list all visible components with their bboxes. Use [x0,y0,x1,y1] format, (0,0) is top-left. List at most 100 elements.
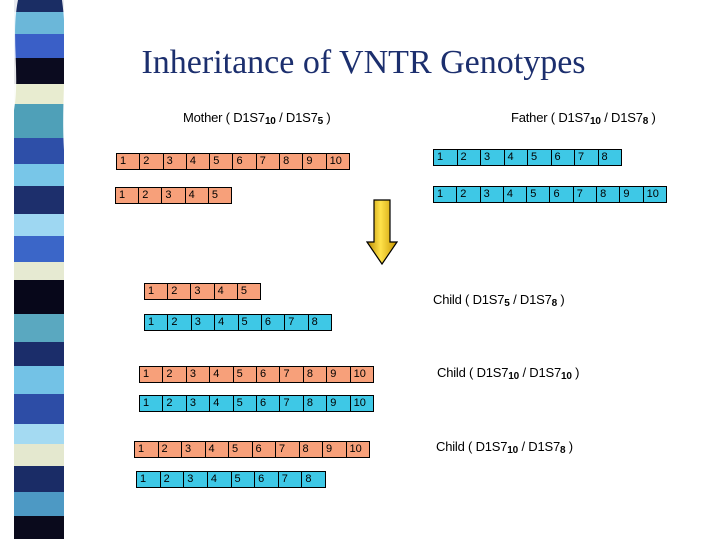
mother-label: Mother ( D1S710 / D1S75 ) [183,110,331,127]
repeat-unit: 6 [550,187,574,202]
repeat-unit: 9 [620,187,644,202]
repeat-unit: 3 [191,284,215,299]
repeat-unit: 7 [257,154,281,169]
repeat-unit: 3 [481,150,505,165]
repeat-unit: 5 [234,396,258,411]
repeat-unit: 10 [646,188,659,200]
repeat-unit: 9 [303,154,327,169]
repeat-unit: 3 [481,187,504,202]
repeat-unit: 5 [528,150,552,165]
repeat-unit: 8 [280,154,304,169]
repeat-unit: 1 [140,396,164,411]
repeat-unit: 4 [215,284,238,299]
repeat-unit: 2 [458,150,481,165]
repeat-unit: 5 [240,285,247,297]
child-label-3: Child ( D1S710 / D1S78 ) [436,439,573,456]
repeat-unit: 3 [192,315,216,330]
repeat-unit: 5 [229,442,253,457]
repeat-unit: 4 [505,150,528,165]
repeat-unit: 1 [137,472,161,487]
repeat-unit: 3 [162,188,186,203]
repeat-unit: 2 [159,442,182,457]
repeat-unit: 5 [232,472,256,487]
repeat-unit: 2 [139,188,163,203]
repeat-unit: 3 [187,396,211,411]
repeat-unit: 1 [117,154,141,169]
repeat-unit: 4 [215,315,239,330]
repeat-unit: 8 [311,316,318,328]
child-label-2: Child ( D1S710 / D1S710 ) [437,365,580,382]
repeat-unit: 1 [145,315,169,330]
repeat-unit: 4 [210,367,234,382]
repeat-unit: 10 [349,443,362,455]
repeat-unit: 5 [210,154,234,169]
repeat-unit: 2 [163,367,187,382]
repeat-unit: 8 [304,367,328,382]
repeat-unit: 7 [575,150,599,165]
repeat-unit: 2 [161,472,185,487]
repeat-unit: 4 [504,187,528,202]
father-label: Father ( D1S710 / D1S78 ) [511,110,656,127]
repeat-unit: 1 [434,150,458,165]
repeat-unit: 5 [239,315,262,330]
child-label-1: Child ( D1S75 / D1S78 ) [433,292,565,309]
repeat-unit: 3 [184,472,208,487]
repeat-unit: 5 [527,187,551,202]
repeat-unit: 2 [168,284,192,299]
repeat-unit: 6 [257,396,281,411]
repeat-unit: 4 [187,154,211,169]
repeat-unit: 9 [327,396,351,411]
repeat-unit: 3 [187,367,211,382]
repeat-unit: 2 [140,154,164,169]
repeat-unit: 6 [257,367,281,382]
repeat-unit: 7 [574,187,598,202]
repeat-unit: 6 [253,442,276,457]
repeat-unit: 4 [206,442,229,457]
repeat-unit: 7 [280,396,304,411]
repeat-unit: 6 [233,154,257,169]
repeat-unit: 5 [211,189,218,201]
repeat-unit: 7 [285,315,309,330]
repeat-unit: 7 [279,472,303,487]
repeat-unit: 6 [262,315,286,330]
repeat-unit: 1 [434,187,458,202]
repeat-unit: 8 [300,442,323,457]
repeat-unit: 8 [601,151,608,163]
repeat-unit: 10 [329,155,342,167]
decorative-stripe-band [0,0,78,539]
repeat-unit: 4 [208,472,232,487]
repeat-unit: 1 [145,284,169,299]
repeat-unit: 6 [255,472,279,487]
repeat-unit: 2 [168,315,192,330]
repeat-unit: 4 [210,396,234,411]
repeat-unit: 8 [305,473,312,485]
repeat-unit: 3 [182,442,206,457]
page-title: Inheritance of VNTR Genotypes [141,44,586,81]
repeat-unit: 10 [353,397,366,409]
repeat-unit: 1 [135,442,159,457]
repeat-unit: 7 [280,367,304,382]
repeat-unit: 2 [457,187,481,202]
repeat-unit: 7 [276,442,300,457]
repeat-unit: 5 [234,367,258,382]
repeat-unit: 6 [552,150,575,165]
repeat-unit: 8 [304,396,328,411]
down-arrow-icon [366,199,398,266]
repeat-unit: 8 [597,187,621,202]
repeat-unit: 1 [140,367,164,382]
repeat-unit: 9 [323,442,347,457]
repeat-unit: 10 [353,368,366,380]
repeat-unit: 2 [163,396,187,411]
repeat-unit: 1 [116,188,140,203]
repeat-unit: 4 [186,188,209,203]
